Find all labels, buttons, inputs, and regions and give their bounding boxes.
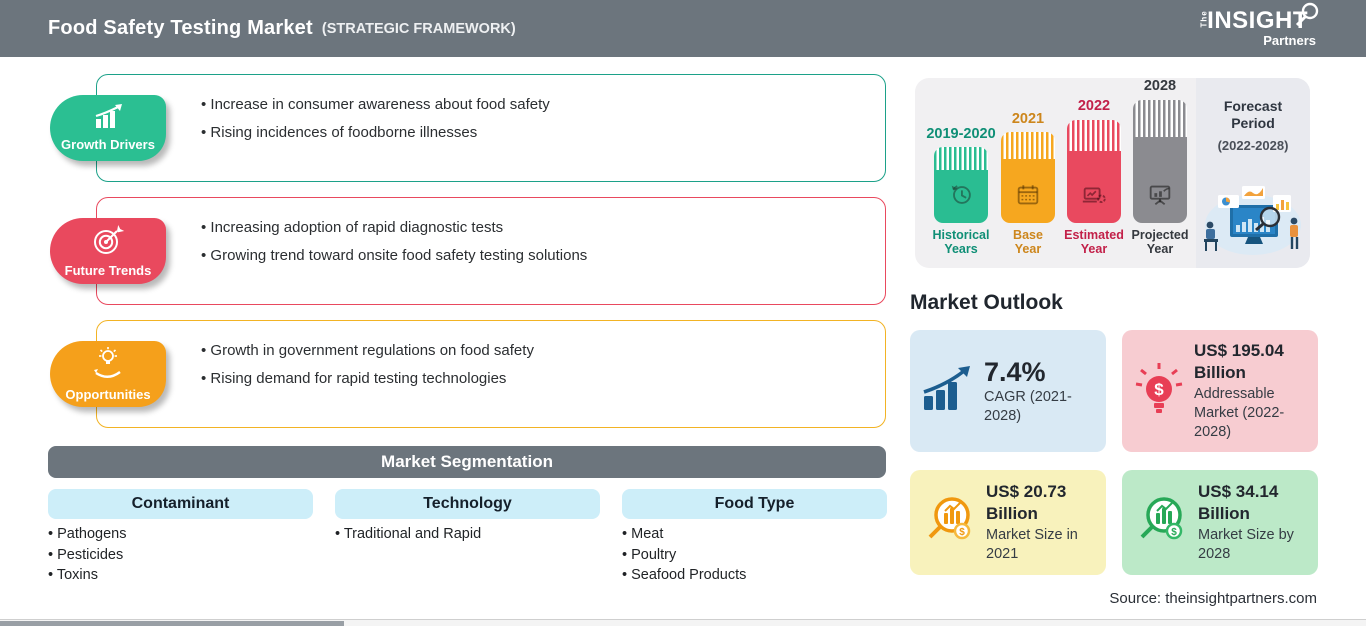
timeline-bar: [1133, 100, 1187, 223]
timeline-bar: [934, 147, 988, 223]
list-item: Pathogens: [48, 524, 126, 545]
card-desc: Market Size in 2021: [986, 527, 1078, 562]
scrollbar-thumb[interactable]: [0, 621, 344, 626]
market-outlook-title: Market Outlook: [910, 291, 1063, 314]
opportunities-panel: Growth in government regulations on food…: [96, 320, 886, 428]
card-value: US$ 20.73 Billion: [986, 482, 1067, 523]
timeline-bar: [1067, 120, 1121, 223]
list-item: Meat: [622, 524, 746, 545]
addressable-market-card: $ US$ 195.04 Billion Addressable Market …: [1122, 330, 1318, 452]
page-title: Food Safety Testing Market: [48, 17, 313, 39]
list-item: Toxins: [48, 565, 126, 586]
badge-label: Opportunities: [65, 387, 151, 402]
calendar-icon: [1014, 181, 1042, 214]
horizontal-scrollbar[interactable]: [0, 619, 1366, 626]
list-item: Traditional and Rapid: [335, 524, 481, 545]
card-value: US$ 34.14 Billion: [1198, 482, 1279, 523]
opportunities-badge: Opportunities: [50, 341, 166, 407]
card-desc: Market Size by 2028: [1198, 527, 1294, 562]
list-item: Growing trend toward onsite food safety …: [201, 242, 865, 270]
source-text: Source: theinsightpartners.com: [1109, 590, 1317, 607]
segment-header-label: Contaminant: [131, 495, 230, 512]
list-item: Rising incidences of foodborne illnesses: [201, 119, 865, 147]
market-size-2021-card: $ US$ 20.73 Billion Market Size in 2021: [910, 470, 1106, 575]
future-trends-panel: Increasing adoption of rapid diagnostic …: [96, 197, 886, 305]
segment-header-label: Technology: [423, 495, 512, 512]
list-item: Increase in consumer awareness about foo…: [201, 91, 865, 119]
list-item: Pesticides: [48, 545, 126, 566]
logo-the-text: The: [1199, 10, 1209, 28]
bulb-hand-icon: [90, 346, 126, 385]
page-title-wrap: Food Safety Testing Market (STRATEGIC FR…: [48, 0, 516, 57]
logo-partners-text: Partners: [1263, 33, 1316, 48]
svg-text:$: $: [959, 527, 965, 538]
magnifier-chart-icon: $: [922, 493, 976, 552]
badge-label: Growth Drivers: [61, 137, 155, 152]
history-clock-icon: [947, 181, 975, 214]
card-value: 7.4%: [984, 356, 1046, 387]
timeline-year: 2028: [1143, 78, 1177, 94]
card-desc: Addressable Market (2022-2028): [1194, 386, 1285, 440]
magnifier-icon: [1292, 1, 1322, 36]
logo-insight-text: INSIGHT: [1207, 7, 1308, 34]
future-trends-list: Increasing adoption of rapid diagnostic …: [97, 198, 885, 269]
cagr-card: 7.4% CAGR (2021-2028): [910, 330, 1106, 452]
contaminant-list: Pathogens Pesticides Toxins: [48, 524, 127, 586]
projection-board-icon: [1146, 181, 1174, 214]
growth-drivers-badge: Growth Drivers: [50, 95, 166, 161]
timeline-year: 2021: [1011, 111, 1045, 127]
svg-text:$: $: [1171, 527, 1177, 538]
future-trends-badge: Future Trends: [50, 218, 166, 284]
analytics-illustration: [1200, 183, 1306, 262]
timeline-year: 2022: [1077, 98, 1111, 114]
target-dart-icon: [91, 224, 125, 261]
growth-chart-icon: [90, 104, 126, 135]
forecast-title: Forecast Period: [1223, 98, 1283, 131]
insight-partners-logo[interactable]: The INSIGHT Partners: [1197, 2, 1319, 48]
page-subtitle: (STRATEGIC FRAMEWORK): [321, 20, 516, 37]
timeline-bar: [1001, 132, 1055, 223]
magnifier-chart-icon: $: [1134, 493, 1188, 552]
market-size-2028-card: $ US$ 34.14 Billion Market Size by 2028: [1122, 470, 1318, 575]
technology-list: Traditional and Rapid: [335, 524, 481, 545]
segment-header-label: Food Type: [714, 495, 795, 512]
segment-header-food-type: Food Type: [622, 489, 887, 519]
opportunities-list: Growth in government regulations on food…: [97, 321, 885, 392]
list-item: Rising demand for rapid testing technolo…: [201, 365, 865, 393]
list-item: Poultry: [622, 545, 746, 566]
timeline-year: 2019-2020: [926, 126, 996, 142]
estimate-device-icon: [1080, 181, 1108, 214]
list-item: Seafood Products: [622, 565, 746, 586]
list-item: Growth in government regulations on food…: [201, 337, 865, 365]
forecast-period-panel: Forecast Period (2022-2028): [1196, 78, 1310, 268]
bulb-dollar-icon: $: [1134, 361, 1184, 422]
segmentation-title: Market Segmentation: [381, 452, 553, 471]
badge-label: Future Trends: [64, 263, 152, 278]
header-bar: Food Safety Testing Market (STRATEGIC FR…: [0, 0, 1366, 57]
svg-text:$: $: [1154, 380, 1164, 399]
card-desc: CAGR (2021-2028): [984, 388, 1072, 424]
list-item: Increasing adoption of rapid diagnostic …: [201, 214, 865, 242]
growth-drivers-list: Increase in consumer awareness about foo…: [97, 75, 885, 146]
food-type-list: Meat Poultry Seafood Products: [622, 524, 746, 586]
card-value: US$ 195.04 Billion: [1194, 341, 1284, 382]
growth-drivers-panel: Increase in consumer awareness about foo…: [96, 74, 886, 182]
segment-header-technology: Technology: [335, 489, 600, 519]
segment-header-contaminant: Contaminant: [48, 489, 313, 519]
growth-bars-arrow-icon: [922, 365, 974, 417]
forecast-range: (2022-2028): [1217, 138, 1289, 153]
market-segmentation-bar: Market Segmentation: [48, 446, 886, 478]
